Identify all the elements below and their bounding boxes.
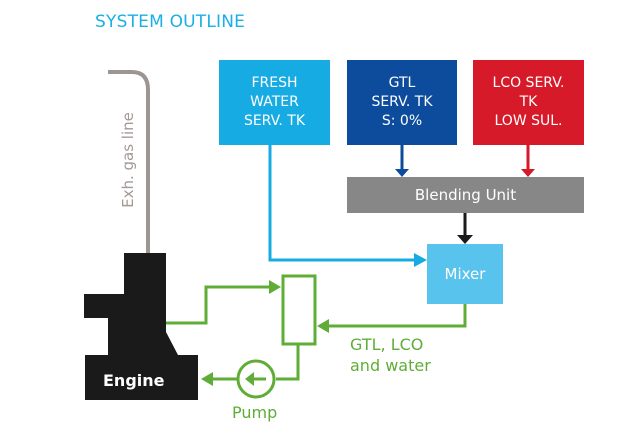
fresh-water-tank-line: SERV. TK <box>243 113 306 129</box>
mixer-label: Mixer <box>444 264 486 283</box>
mixer-return-line <box>328 304 467 328</box>
filter-unit <box>281 274 317 346</box>
fresh-water-tank-line: FRESH <box>251 75 298 91</box>
lco-tank-line: TK <box>519 94 538 110</box>
mixer: Mixer <box>427 244 503 304</box>
return-flow-label: GTL, LCO and water <box>350 334 431 376</box>
engine-shape <box>84 253 198 400</box>
gtl-arrow <box>395 169 409 177</box>
fresh-water-tank-line: WATER <box>250 94 299 110</box>
fresh-water-line <box>268 145 414 262</box>
gtl-tank-line: S: 0% <box>381 113 423 129</box>
engine-to-filter-line <box>166 285 270 325</box>
exhaust-gas-line-label: Exh. gas line <box>119 112 137 208</box>
engine-to-filter-arrow <box>269 280 281 294</box>
diagram-title: SYSTEM OUTLINE <box>95 12 246 32</box>
blending-unit: Blending Unit <box>347 177 584 213</box>
mixer-return-arrow <box>317 319 329 333</box>
pump-to-engine-arrow <box>201 372 213 386</box>
engine-label: Engine <box>103 371 165 390</box>
pump-arrow-icon <box>245 372 254 386</box>
fresh-water-arrow <box>414 253 427 267</box>
lco-tank-line: LOW SUL. <box>494 113 563 129</box>
gtl-tank-line: GTL <box>388 75 416 91</box>
lco-arrow <box>521 169 535 177</box>
exhaust-gas-line <box>108 70 150 253</box>
gtl-tank-line: SERV. TK <box>371 94 433 110</box>
fresh-water-tank: FRESH WATER SERV. TK <box>219 60 330 145</box>
blend-to-mixer-arrow <box>457 235 473 244</box>
blending-unit-label: Blending Unit <box>414 185 517 204</box>
gtl-tank: GTL SERV. TK S: 0% <box>347 60 457 145</box>
filter-to-pump-line <box>276 344 300 381</box>
lco-tank: LCO SERV. TK LOW SUL. <box>473 60 584 145</box>
return-flow-label-line: GTL, LCO <box>350 335 424 354</box>
lco-tank-line: LCO SERV. <box>492 75 565 91</box>
pump-label: Pump <box>232 403 278 422</box>
return-flow-label-line: and water <box>350 356 431 375</box>
